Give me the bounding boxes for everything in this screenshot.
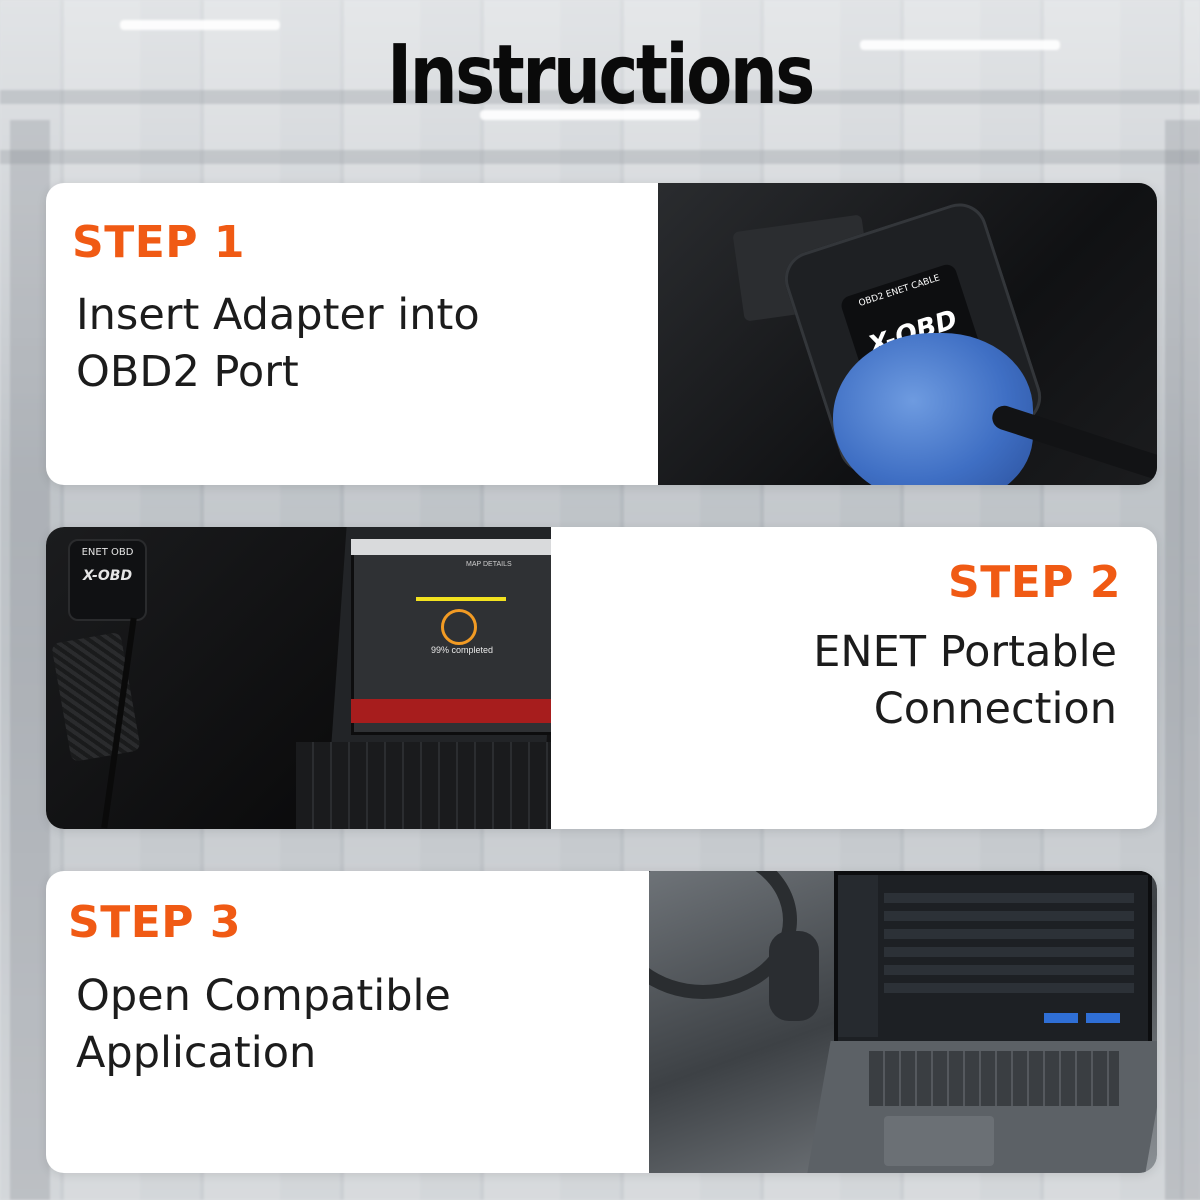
warning-icon xyxy=(441,609,477,645)
ceiling-beam xyxy=(0,150,1200,164)
page-title: Instructions xyxy=(387,28,815,123)
browser-bar xyxy=(351,539,551,555)
enet-device: ENET OBD X-OBD xyxy=(68,539,147,621)
screen-status: 99% completed xyxy=(431,645,494,655)
screen-heading: MAP DETAILS xyxy=(466,561,512,568)
ceiling-lamp xyxy=(120,20,280,30)
app-button xyxy=(1086,1013,1120,1023)
app-button xyxy=(1044,1013,1078,1023)
laptop-touchpad xyxy=(884,1116,994,1166)
app-row xyxy=(884,947,1134,957)
step-label: STEP 3 xyxy=(68,897,241,948)
step-description-line: OBD2 Port xyxy=(76,347,299,397)
flash-button-bar xyxy=(351,699,551,723)
app-row xyxy=(884,929,1134,939)
ceiling-lamp xyxy=(860,40,1060,50)
step-description: ENET Portable Connection xyxy=(597,624,1117,738)
step-photo-enet-connection: ENET OBD X-OBD MAP DETAILS 99% completed xyxy=(46,527,551,829)
step-card-1: STEP 1 Insert Adapter into OBD2 Port OBD… xyxy=(46,183,1157,485)
step-description: Insert Adapter into OBD2 Port xyxy=(76,287,636,401)
step-label: STEP 2 xyxy=(948,557,1121,608)
step-description-line: Open Compatible xyxy=(76,971,451,1021)
step-photo-adapter-insert: OBD2 ENET CABLE X-OBD CE FC xyxy=(658,183,1157,485)
step-description-line: Connection xyxy=(873,684,1117,734)
step-label: STEP 1 xyxy=(72,217,245,268)
ceiling-lamp xyxy=(480,110,700,120)
progress-bar xyxy=(416,597,506,601)
app-sidebar xyxy=(838,875,878,1037)
gear-shifter xyxy=(769,931,819,1021)
step-description-line: ENET Portable xyxy=(813,627,1117,677)
laptop-keyboard xyxy=(869,1051,1119,1106)
app-row xyxy=(884,911,1134,921)
app-row xyxy=(884,965,1134,975)
step-description-line: Insert Adapter into xyxy=(76,290,480,340)
step-card-3: STEP 3 Open Compatible Application xyxy=(46,871,1157,1173)
step-description: Open Compatible Application xyxy=(76,968,636,1082)
laptop-keyboard xyxy=(296,742,551,829)
background-pillar xyxy=(10,120,50,1200)
ceiling-beam xyxy=(0,90,1200,104)
device-brand: X-OBD xyxy=(82,568,133,584)
app-row xyxy=(884,983,1134,993)
step-card-2: ENET OBD X-OBD MAP DETAILS 99% completed… xyxy=(46,527,1157,829)
step-description-line: Application xyxy=(76,1028,317,1078)
device-label: ENET OBD xyxy=(81,547,134,558)
app-row xyxy=(884,893,1134,903)
background-pillar xyxy=(1165,120,1200,1200)
step-photo-application xyxy=(649,871,1157,1173)
